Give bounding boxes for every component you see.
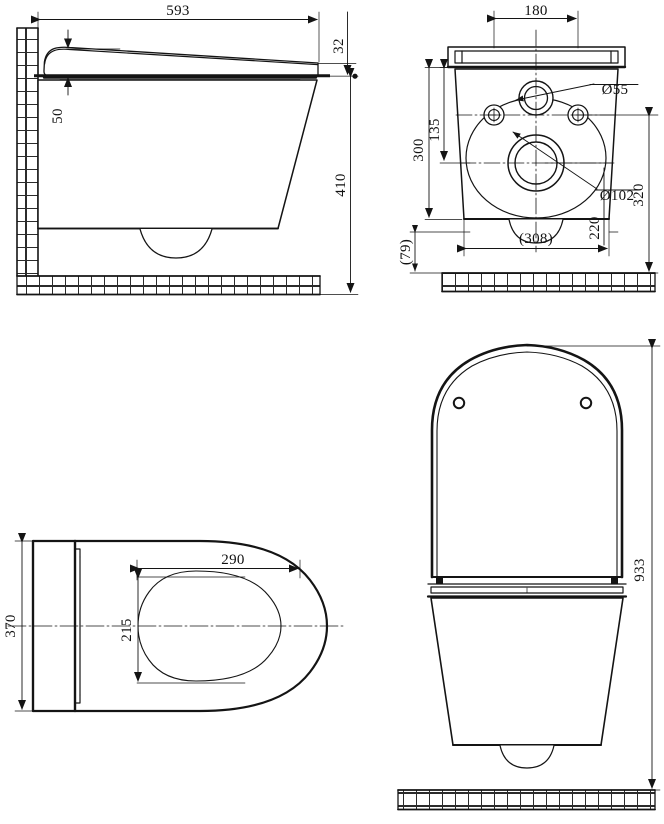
dim-79 bbox=[409, 225, 471, 274]
dim-320 bbox=[581, 107, 659, 274]
dim-label-135: 135 bbox=[427, 118, 443, 141]
outlet-boss-3 bbox=[499, 744, 555, 769]
dim-label-290: 290 bbox=[221, 552, 244, 568]
dim-label-215: 215 bbox=[119, 618, 135, 641]
dim-label-32: 32 bbox=[331, 38, 347, 54]
dim-135 bbox=[439, 59, 501, 164]
dim-220 bbox=[544, 162, 619, 246]
dim-label-410: 410 bbox=[333, 173, 349, 196]
lid-buffer-hole-left bbox=[452, 396, 466, 410]
dim-593 bbox=[31, 11, 320, 63]
dim-215 bbox=[134, 569, 246, 684]
dim-label-50: 50 bbox=[50, 108, 66, 124]
lid-buffer-hole-right bbox=[579, 396, 593, 410]
bowl-opening-plan bbox=[137, 570, 282, 682]
floor-hatch bbox=[16, 275, 321, 296]
dim-label-180: 180 bbox=[524, 3, 547, 19]
dim-label-300: 300 bbox=[411, 138, 427, 161]
rim-top bbox=[446, 46, 627, 69]
dimension-text-layer: 593 32 50 410 180 Ø55 Ø102 135 300 320 2… bbox=[3, 3, 648, 642]
dim-300 bbox=[424, 59, 463, 220]
wall-hatch bbox=[16, 27, 39, 277]
dim-label-933: 933 bbox=[632, 558, 648, 581]
dim-label-308: (308) bbox=[519, 231, 553, 247]
dim-label-79: (79) bbox=[398, 239, 414, 265]
leader-55 bbox=[515, 83, 639, 102]
dim-label-220: 220 bbox=[587, 216, 603, 239]
dim-label-320: 320 bbox=[631, 183, 647, 206]
wc-bowl-body bbox=[37, 79, 318, 230]
reference-point bbox=[352, 73, 358, 79]
outlet-boss bbox=[139, 228, 213, 259]
plan-view bbox=[7, 533, 346, 713]
wc-seat-profile bbox=[34, 74, 330, 80]
wc-lid-profile bbox=[43, 46, 319, 77]
floor-hatch-3 bbox=[397, 789, 656, 811]
dim-label-370: 370 bbox=[3, 614, 19, 637]
dim-50 bbox=[43, 29, 121, 96]
dim-308 bbox=[457, 219, 610, 257]
dim-370 bbox=[14, 533, 34, 712]
dim-label-55: Ø55 bbox=[602, 82, 629, 98]
side-section-view bbox=[16, 11, 359, 296]
dim-180 bbox=[487, 10, 579, 49]
leader-102 bbox=[512, 131, 639, 191]
front-section-view bbox=[409, 10, 659, 293]
dim-label-593: 593 bbox=[166, 3, 189, 19]
lid-open-outline bbox=[430, 343, 624, 579]
front-elevation-lid-open-view bbox=[397, 339, 661, 811]
dim-label-102: Ø102 bbox=[600, 188, 635, 204]
dim-933 bbox=[526, 339, 661, 791]
floor-hatch-2 bbox=[441, 272, 656, 293]
wc-body-elevation bbox=[430, 597, 624, 746]
